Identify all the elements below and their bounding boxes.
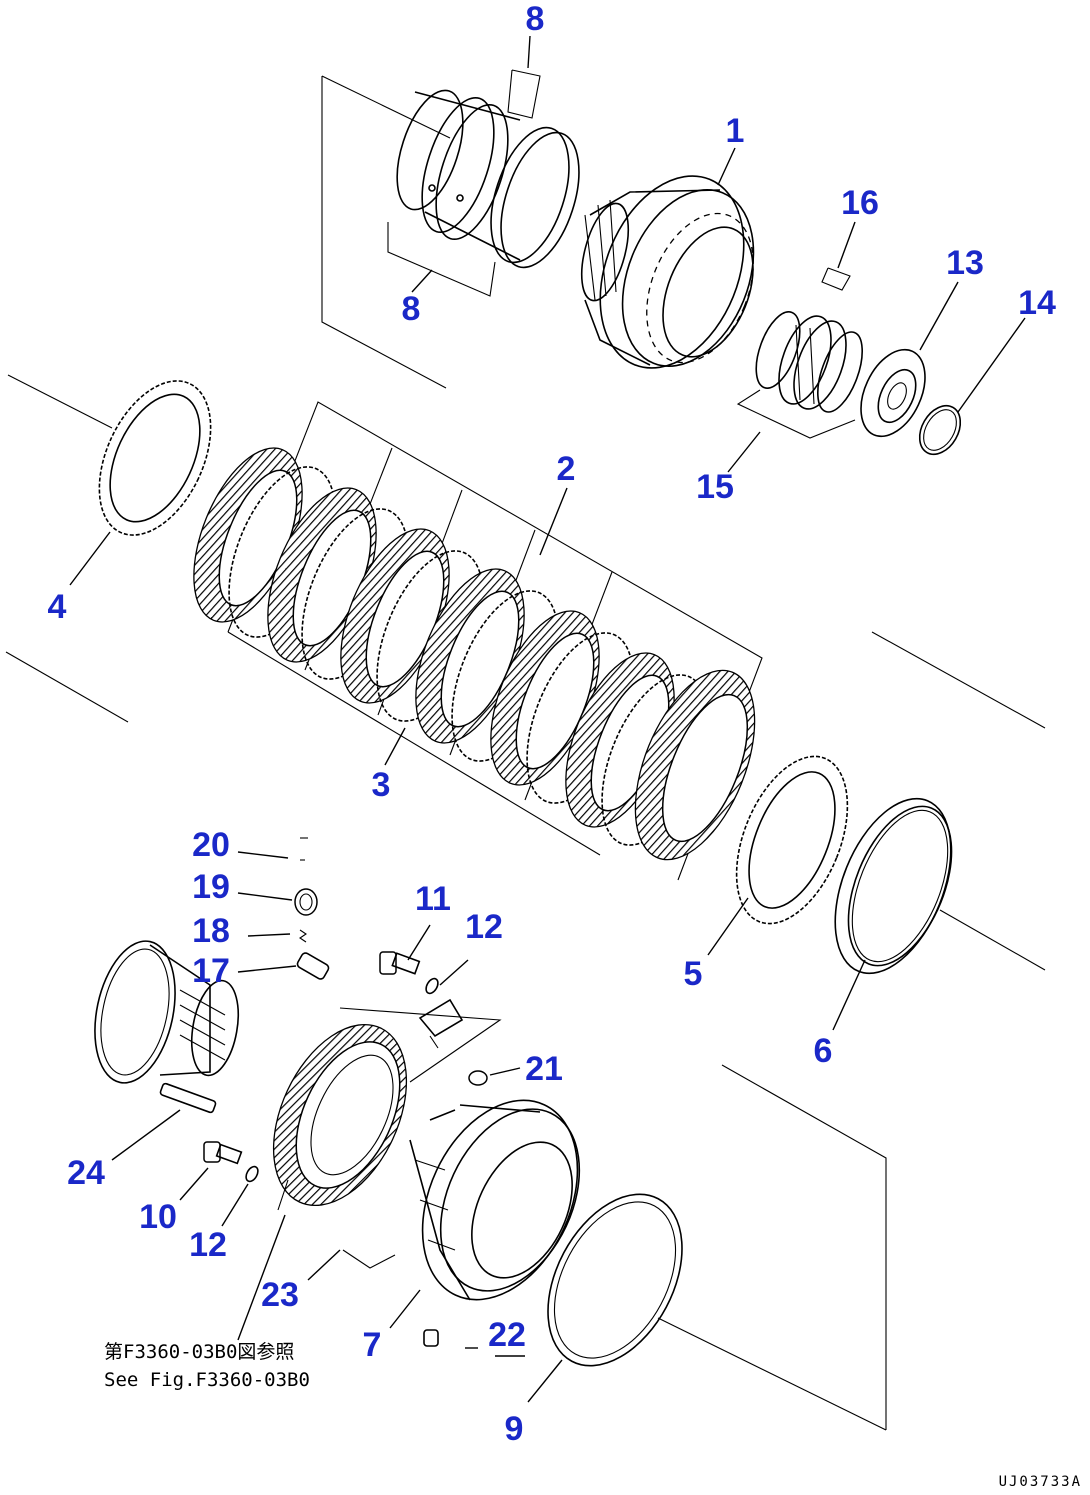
callout-15: 15 [696, 468, 734, 506]
reference-note-japanese: 第F3360-03B0図参照 [104, 1341, 294, 1363]
callout-4: 4 [48, 588, 67, 626]
callout-10: 10 [139, 1198, 177, 1236]
callout-13: 13 [946, 244, 984, 282]
bolt-11-washer-12 [379, 951, 464, 1049]
callout-5: 5 [684, 955, 703, 993]
callout-12-lower: 12 [189, 1226, 227, 1264]
callout-8-bottom: 8 [402, 290, 421, 328]
leader-lines [69, 35, 1026, 1403]
callout-17: 17 [192, 952, 230, 990]
callout-16: 16 [841, 184, 879, 222]
frame-lower [339, 1007, 887, 1431]
callout-1: 1 [726, 112, 745, 150]
plate-6 [834, 797, 1046, 975]
snap-ring-14 [918, 404, 962, 456]
reference-note-english: See Fig.F3360-03B0 [104, 1369, 310, 1391]
plate-5 [735, 755, 849, 925]
callout-23: 23 [261, 1276, 299, 1314]
housing-1 [580, 175, 755, 369]
callout-22: 22 [488, 1316, 526, 1354]
callout-9: 9 [505, 1410, 524, 1448]
callout-20: 20 [192, 826, 230, 864]
cage-7 [409, 1099, 581, 1301]
shaft-hub [94, 940, 240, 1084]
callout-14: 14 [1018, 284, 1056, 322]
frame-upper [321, 69, 541, 389]
clutch-discs-2-3 [193, 447, 756, 861]
piston-8 [396, 89, 580, 269]
callout-6: 6 [814, 1032, 833, 1070]
callout-18: 18 [192, 912, 230, 950]
reference-note: 第F3360-03B0図参照 See Fig.F3360-03B0 [104, 1341, 310, 1391]
callout-21: 21 [525, 1050, 563, 1088]
brake-ring [272, 1023, 408, 1211]
callout-numbers: 1 2 3 4 5 6 7 8 8 9 10 11 12 12 13 14 15… [48, 0, 1056, 1448]
callout-12-upper: 12 [465, 908, 503, 946]
ring-9 [547, 1193, 683, 1367]
callout-7: 7 [363, 1326, 382, 1364]
bolt-10-washer-12 [203, 1141, 259, 1183]
callout-2: 2 [557, 450, 576, 488]
callout-8-top: 8 [526, 0, 545, 38]
small-parts-17-20 [294, 837, 330, 980]
plug-22 [423, 1329, 439, 1347]
callout-19: 19 [192, 868, 230, 906]
callout-24: 24 [67, 1154, 105, 1192]
seal-set-15-16 [736, 267, 863, 439]
end-plate-4 [7, 374, 212, 536]
drawing-code: UJ03733A [999, 1474, 1082, 1490]
callout-11: 11 [415, 880, 451, 918]
pin-24 [159, 1082, 217, 1114]
bearing-13 [860, 348, 926, 438]
callout-3: 3 [372, 766, 391, 804]
plug-21 [468, 1070, 488, 1086]
